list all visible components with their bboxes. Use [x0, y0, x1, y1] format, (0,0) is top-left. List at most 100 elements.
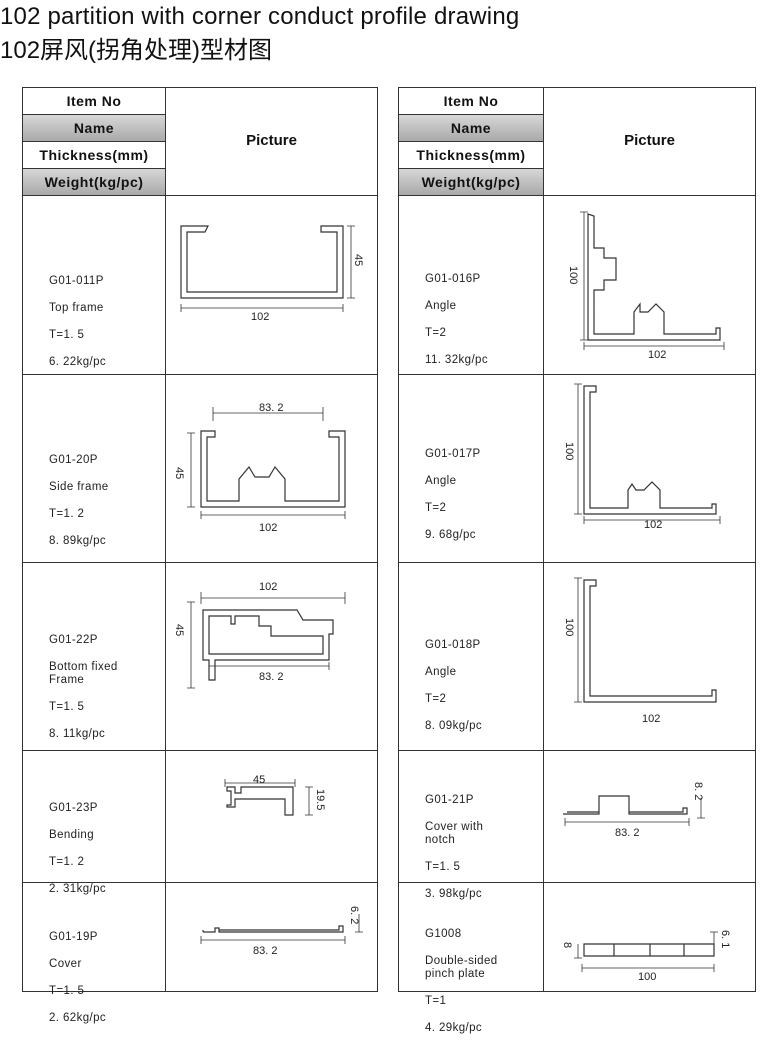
profile-outline [583, 385, 717, 515]
dimension-label: 45 [173, 467, 185, 479]
item-weight: 2. 31kg/pc [49, 882, 107, 895]
item-name: Cover [49, 957, 82, 970]
header-weight: Weight(kg/pc) [399, 169, 543, 195]
profile-outline [226, 786, 294, 816]
profile-outline [563, 795, 688, 815]
dimension-label: 100 [563, 442, 575, 460]
dimension-lines [200, 914, 363, 944]
item-code: G01-19P [49, 930, 98, 943]
item-thickness: T=1. 2 [49, 507, 85, 520]
item-weight: 4. 29kg/pc [425, 1022, 483, 1034]
item-weight: 11. 32kg/pc [425, 353, 489, 366]
item-code: G01-20P [49, 453, 98, 466]
item-description: G01-21P Cover with notch T=1. 5 3. 98kg/… [425, 780, 483, 915]
item-thickness: T=1. 5 [425, 861, 461, 873]
profile-drawing-angle-018: 100 102 [563, 577, 717, 725]
item-code: G01-23P [49, 801, 98, 814]
item-thickness: T=1 [425, 995, 447, 1007]
dimension-label: 6. 2 [348, 906, 360, 924]
dimension-label: 102 [251, 311, 269, 323]
item-thickness: T=1. 5 [49, 984, 85, 997]
profile-outline [583, 943, 715, 957]
item-name: Double-sided pinch plate [425, 954, 498, 981]
item-thickness: T=2 [425, 501, 447, 514]
item-code: G01-018P [425, 638, 481, 651]
profile-outline [583, 579, 717, 703]
dimension-label: 102 [259, 522, 277, 534]
dimension-label: 102 [644, 519, 662, 531]
item-weight: 8. 89kg/pc [49, 534, 107, 547]
item-name: Bottom fixed Frame [49, 660, 118, 687]
item-thickness: T=2 [425, 692, 447, 705]
profile-drawing-bending: 45 19.5 [224, 774, 326, 816]
item-code: G01-21P [425, 793, 474, 806]
item-name: Angle [425, 474, 457, 487]
dimension-label: 83. 2 [615, 827, 639, 839]
dimension-label: 102 [648, 349, 666, 361]
item-description: G01-19P Cover T=1. 5 2. 62kg/pc [49, 917, 106, 1039]
header-thickness: Thickness(mm) [23, 142, 165, 168]
dimension-label: 45 [173, 624, 185, 636]
dimension-lines [180, 225, 355, 312]
item-weight: 3. 98kg/pc [425, 888, 483, 900]
dimension-lines [574, 383, 721, 524]
profile-outline [587, 213, 721, 341]
item-thickness: T=1. 2 [49, 855, 85, 868]
dimension-label: 8 [561, 942, 573, 948]
item-thickness: T=2 [425, 326, 447, 339]
profile-outline [180, 225, 344, 299]
dimension-lines [574, 577, 582, 703]
header-name: Name [399, 115, 543, 141]
item-weight: 8. 09kg/pc [425, 719, 483, 732]
item-thickness: T=1. 5 [49, 328, 85, 341]
dimension-label: 83. 2 [253, 945, 277, 957]
dimension-lines [574, 931, 718, 972]
dimension-label: 83. 2 [259, 402, 283, 414]
item-code: G1008 [425, 927, 462, 940]
page-title-chinese: 102屏风(拐角处理)型材图 [0, 37, 273, 64]
dimension-lines [224, 779, 313, 816]
header-picture: Picture [246, 132, 297, 149]
profile-table-right: Item No Name Thickness(mm) Weight(kg/pc)… [398, 87, 756, 1034]
profile-outline [202, 925, 344, 933]
dimension-label: 102 [259, 581, 277, 593]
item-name: Angle [425, 299, 457, 312]
profile-drawing-side-frame: 83. 2 45 102 [173, 402, 346, 534]
profile-drawing-angle-017: 100 102 [563, 383, 721, 531]
header-item-no: Item No [23, 88, 165, 114]
dimension-label: 19.5 [314, 789, 326, 810]
item-code: G01-016P [425, 272, 481, 285]
item-name: Side frame [49, 480, 109, 493]
header-item-no: Item No [399, 88, 543, 114]
item-description: G01-22P Bottom fixed Frame T=1. 5 8. 11k… [49, 620, 118, 755]
dimension-label: 45 [352, 254, 364, 266]
profile-drawing-cover-with-notch: 83. 2 8. 2 [563, 782, 705, 839]
header-weight: Weight(kg/pc) [23, 169, 165, 195]
item-name: Bending [49, 828, 95, 841]
dimension-label: 45 [253, 774, 265, 786]
profile-drawing-top-frame: 102 45 [180, 225, 364, 323]
item-code: G01-011P [49, 274, 104, 287]
item-description: G01-20P Side frame T=1. 2 8. 89kg/pc [49, 440, 109, 562]
profile-drawing-cover: 83. 2 6. 2 [200, 906, 363, 957]
dimension-lines [187, 407, 346, 519]
item-description: G1008 Double-sided pinch plate T=1 4. 29… [425, 914, 498, 1049]
item-code: G01-22P [49, 633, 98, 646]
dimension-lines [564, 798, 705, 826]
item-weight: 8. 11kg/pc [49, 728, 106, 740]
item-name: Cover with notch [425, 820, 484, 847]
item-name: Angle [425, 665, 457, 678]
dimension-label: 102 [642, 713, 660, 725]
dimension-label: 100 [638, 971, 656, 983]
page-title-english: 102 partition with corner conduct profil… [0, 3, 520, 30]
header-name: Name [23, 115, 165, 141]
item-description: G01-016P Angle T=2 11. 32kg/pc [425, 259, 488, 381]
profile-drawing-double-sided-pinch-plate: 8 6. 1 100 [561, 930, 731, 983]
dimension-label: 100 [563, 618, 575, 636]
dimension-lines [580, 211, 725, 350]
profile-outline [202, 609, 334, 681]
item-description: G01-011P Top frame T=1. 5 6. 22kg/pc [49, 261, 106, 383]
item-weight: 2. 62kg/pc [49, 1011, 107, 1024]
item-weight: 6. 22kg/pc [49, 355, 107, 368]
dimension-label: 83. 2 [259, 671, 283, 683]
